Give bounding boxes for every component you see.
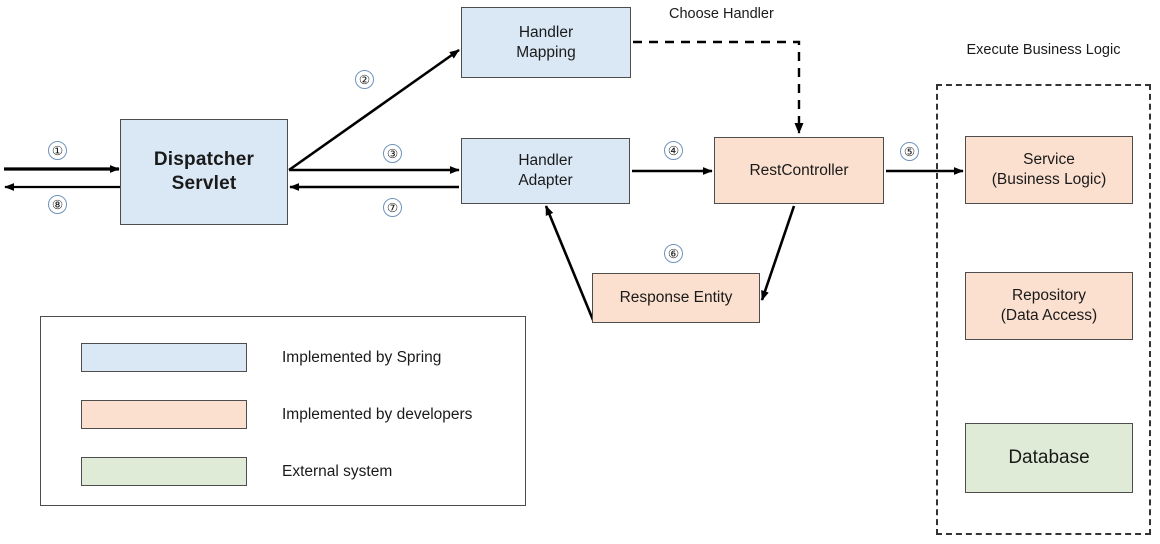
node-handler-adapter[interactable]: Handler Adapter [461, 138, 630, 204]
legend-label-external: External system [282, 462, 393, 480]
execute-business-logic-group [936, 84, 1151, 535]
label-choose-handler: Choose Handler [669, 6, 774, 22]
legend-item-external: External system [81, 457, 392, 486]
legend-label-spring: Implemented by Spring [282, 348, 442, 366]
legend-item-developers: Implemented by developers [81, 400, 472, 429]
step-badge-6: ⑥ [664, 244, 683, 263]
legend-swatch-developers [81, 400, 247, 429]
node-response-entity[interactable]: Response Entity [592, 273, 760, 323]
arrow-rest-controller-to-response-entity [760, 205, 796, 301]
dashed-choose-handler [633, 40, 804, 134]
step-badge-8: ⑧ [48, 195, 67, 214]
node-dispatcher-servlet[interactable]: Dispatcher Servlet [120, 119, 288, 225]
node-handler-mapping-line1: Handler [518, 23, 574, 41]
node-database[interactable]: Database [965, 423, 1133, 493]
node-handler-mapping[interactable]: Handler Mapping [461, 7, 631, 78]
node-handler-adapter-line2: Adapter [518, 172, 573, 189]
node-service-line1: Service [1023, 151, 1075, 169]
node-repository[interactable]: Repository (Data Access) [965, 272, 1133, 340]
step-badge-1: ① [48, 141, 67, 160]
legend-swatch-spring [81, 343, 247, 372]
node-repository-line2: (Data Access) [1000, 307, 1098, 324]
step-badge-7: ⑦ [383, 198, 402, 217]
node-dispatcher-servlet-line1: Dispatcher [153, 148, 255, 170]
node-handler-adapter-line1: Handler [518, 152, 573, 170]
arrow-dispatcher-to-handler-mapping [288, 48, 460, 172]
step-badge-4: ④ [664, 141, 683, 160]
legend-swatch-external [81, 457, 247, 486]
node-dispatcher-servlet-line2: Servlet [171, 173, 237, 194]
step-badge-2: ② [355, 70, 374, 89]
node-rest-controller[interactable]: RestController [714, 137, 884, 204]
node-rest-controller-line1: RestController [749, 161, 849, 179]
legend-item-spring: Implemented by Spring [81, 343, 441, 372]
node-repository-line1: Repository [1011, 287, 1087, 305]
step-badge-5: ⑤ [900, 142, 919, 161]
node-service-line2: (Business Logic) [991, 171, 1107, 188]
node-response-entity-line1: Response Entity [619, 289, 733, 307]
arrow-response-entity-to-handler-adapter [544, 205, 595, 321]
legend-label-developers: Implemented by developers [282, 405, 473, 423]
step-badge-3: ③ [383, 144, 402, 163]
node-service[interactable]: Service (Business Logic) [965, 136, 1133, 204]
execute-business-logic-title: Execute Business Logic [966, 42, 1121, 58]
node-handler-mapping-line2: Mapping [516, 43, 576, 61]
node-database-line1: Database [1008, 446, 1090, 468]
legend: Implemented by Spring Implemented by dev… [40, 316, 526, 506]
